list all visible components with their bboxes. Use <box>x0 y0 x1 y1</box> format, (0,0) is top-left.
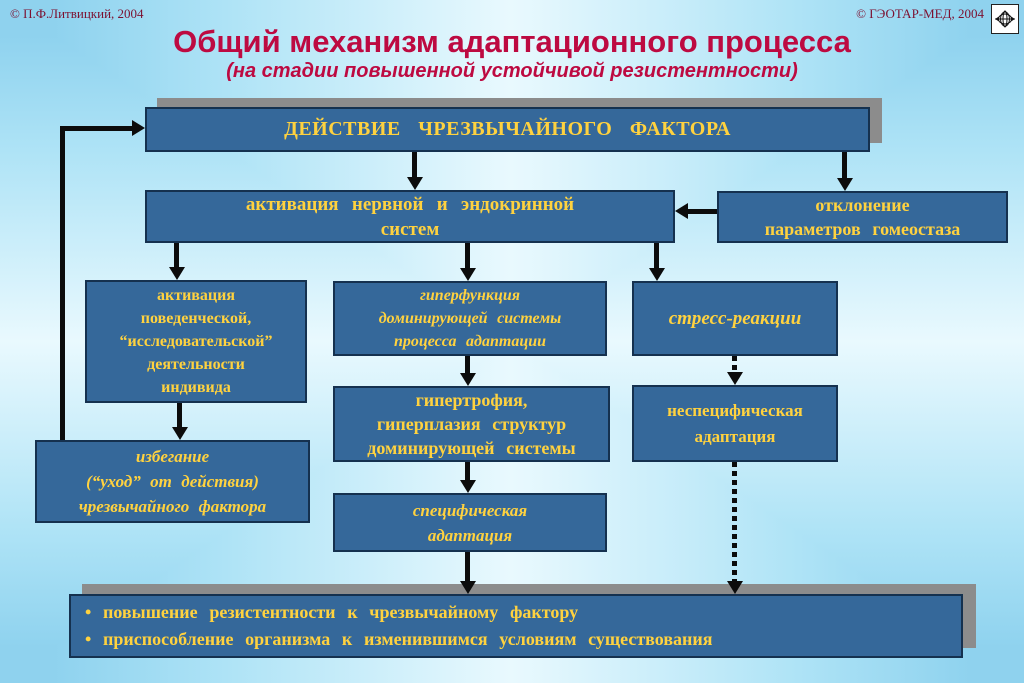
page-subtitle: (на стадии повышенной устойчивой резисте… <box>226 60 798 82</box>
arrowhead-stress-to-nonspecific <box>727 372 743 385</box>
geotar-med-logo-icon <box>991 4 1019 34</box>
starburst-glyph <box>995 10 1015 28</box>
box-behavior-activation: активация поведенческой, “исследовательс… <box>85 280 307 403</box>
box-text-line: стресс-реакции <box>668 307 802 329</box>
box-extreme-factor-action: ДЕЙСТВИЕ ЧРЕЗВЫЧАЙНОГО ФАКТОРА <box>145 107 870 152</box>
arrow-action-to-homeostasis <box>842 152 847 178</box>
box-text-line: отклонение <box>815 195 910 215</box>
arrow-behavior-to-avoidance <box>177 403 182 427</box>
box-text-line: ДЕЙСТВИЕ ЧРЕЗВЫЧАЙНОГО ФАКТОРА <box>284 118 731 140</box>
arrowhead-homeostasis-to-systems <box>675 203 688 219</box>
arrow-hypertrophy-to-specific <box>465 462 470 480</box>
box-text-line: избегание <box>135 447 210 466</box>
dotted-arrow-stress-to-nonspecific <box>732 356 737 372</box>
arrowhead-hyperfunction-to-hypertrophy <box>460 373 476 386</box>
box-text-line: чрезвычайного фактора <box>78 497 267 516</box>
box-text-line: активация <box>156 287 236 304</box>
arrowhead-hypertrophy-to-specific <box>460 480 476 493</box>
box-text-line: систем <box>380 218 440 240</box>
box-nonspecific-adaptation: неспецифическая адаптация <box>632 385 838 462</box>
box-text-line: специфическая <box>412 500 528 520</box>
box-text-line: • повышение резистентности к чрезвычайно… <box>85 602 579 622</box>
arrowhead-nonspecific-to-result <box>727 581 743 594</box>
box-text-line: деятельности <box>147 356 245 373</box>
box-text-line: гиперфункция <box>420 287 520 304</box>
box-text-line: “исследовательской” <box>119 333 273 350</box>
arrow-hyperfunction-to-hypertrophy <box>465 356 470 373</box>
box-avoidance: избегание (“уход” от действия) чрезвычай… <box>35 440 310 523</box>
arrowhead-specific-to-result <box>460 581 476 594</box>
box-dominant-system-hyperfunction: гиперфункция доминирующей системы процес… <box>333 281 607 356</box>
dotted-arrow-nonspecific-to-result <box>732 462 737 581</box>
box-homeostasis-deviation: отклонение параметров гомеостаза <box>717 191 1008 243</box>
arrow-systems-to-hyperfunction <box>465 243 470 268</box>
box-text-line: (“уход” от действия) <box>86 472 259 491</box>
arrowhead-systems-to-stress <box>649 268 665 281</box>
box-specific-adaptation: специфическая адаптация <box>333 493 607 552</box>
box-stress-reactions: стресс-реакции <box>632 281 838 356</box>
box-text-line: адаптация <box>427 525 513 545</box>
box-text-line: гиперплазия структур <box>376 414 567 434</box>
arrowhead-systems-to-behavior <box>169 267 185 280</box>
arrowhead-action-to-homeostasis <box>837 178 853 191</box>
feedback-line-vertical <box>60 128 65 440</box>
box-text-line: параметров гомеостаза <box>764 219 961 239</box>
arrowhead-action-to-systems <box>407 177 423 190</box>
arrow-homeostasis-to-systems <box>688 209 717 214</box>
feedback-line-horizontal <box>60 126 132 131</box>
copyright-right: © ГЭОТАР-МЕД, 2004 <box>856 6 984 21</box>
box-text-line: доминирующей системы <box>378 310 562 327</box>
box-text-line: • приспособление организма к изменившимс… <box>85 629 713 649</box>
arrowhead-behavior-to-avoidance <box>172 427 188 440</box>
box-text-line: неспецифическая <box>667 400 803 420</box>
arrow-action-to-systems <box>412 152 417 177</box>
box-text-line: индивида <box>161 379 231 396</box>
page-title: Общий механизм адаптационного процесса <box>173 24 851 59</box>
arrowhead-systems-to-hyperfunction <box>460 268 476 281</box>
arrow-specific-to-result <box>465 552 470 581</box>
box-hypertrophy-hyperplasia: гипертрофия, гиперплазия структур домини… <box>333 386 610 462</box>
box-text-line: активация нервной и эндокринной <box>245 193 575 215</box>
feedback-arrowhead <box>132 120 145 136</box>
box-text-line: поведенческой, <box>140 310 252 327</box>
box-text-line: гипертрофия, <box>415 390 528 410</box>
box-result-resistance: • повышение резистентности к чрезвычайно… <box>69 594 963 658</box>
box-text-line: адаптация <box>694 426 776 446</box>
box-text-line: процесса адаптации <box>393 333 547 350</box>
box-nervous-endocrine-activation: активация нервной и эндокринной систем <box>145 190 675 243</box>
box-text-line: доминирующей системы <box>367 438 576 458</box>
arrow-systems-to-behavior <box>174 243 179 267</box>
arrow-systems-to-stress <box>654 243 659 268</box>
copyright-left: © П.Ф.Литвицкий, 2004 <box>10 6 144 21</box>
